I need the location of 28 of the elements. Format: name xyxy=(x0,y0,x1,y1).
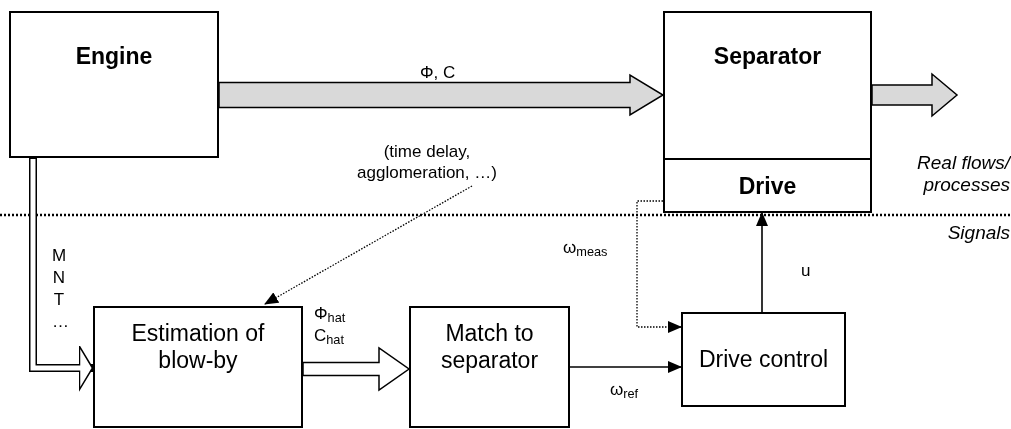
node-label: Match to separator xyxy=(439,320,540,374)
edge-label: M N T … xyxy=(52,245,66,333)
node-label: Drive control xyxy=(697,346,830,373)
zone-label: Signals xyxy=(946,221,1010,245)
node-label: Engine xyxy=(74,42,154,71)
block-arrow xyxy=(302,346,411,392)
process-box xyxy=(681,312,846,407)
arrow xyxy=(569,361,682,373)
process-box xyxy=(663,11,872,213)
arrow xyxy=(756,212,768,313)
node-label: Separator xyxy=(712,42,823,71)
node-label: Drive xyxy=(737,172,798,202)
edge-label: u xyxy=(801,260,811,282)
edge-label: Φ$_{hat}$ C$_{hat}$ xyxy=(314,303,347,347)
block-arrow xyxy=(871,72,959,118)
edge-label: ω$_{ref}$ xyxy=(610,379,639,403)
arrow xyxy=(636,200,682,333)
edge-label: Φ, C xyxy=(420,62,456,84)
process-box xyxy=(93,306,303,428)
process-box xyxy=(9,11,219,158)
node-label: Estimation of blow-by xyxy=(130,320,266,374)
zone-label: Real flows/ processes xyxy=(916,152,1010,196)
edge-label: ω$_{meas}$ xyxy=(563,237,608,261)
node-label: (time delay, agglomeration, …) xyxy=(356,141,498,183)
arrow xyxy=(264,185,473,305)
block-arrow xyxy=(218,73,665,117)
process-box xyxy=(409,306,570,428)
double-line-arrow xyxy=(29,158,94,391)
